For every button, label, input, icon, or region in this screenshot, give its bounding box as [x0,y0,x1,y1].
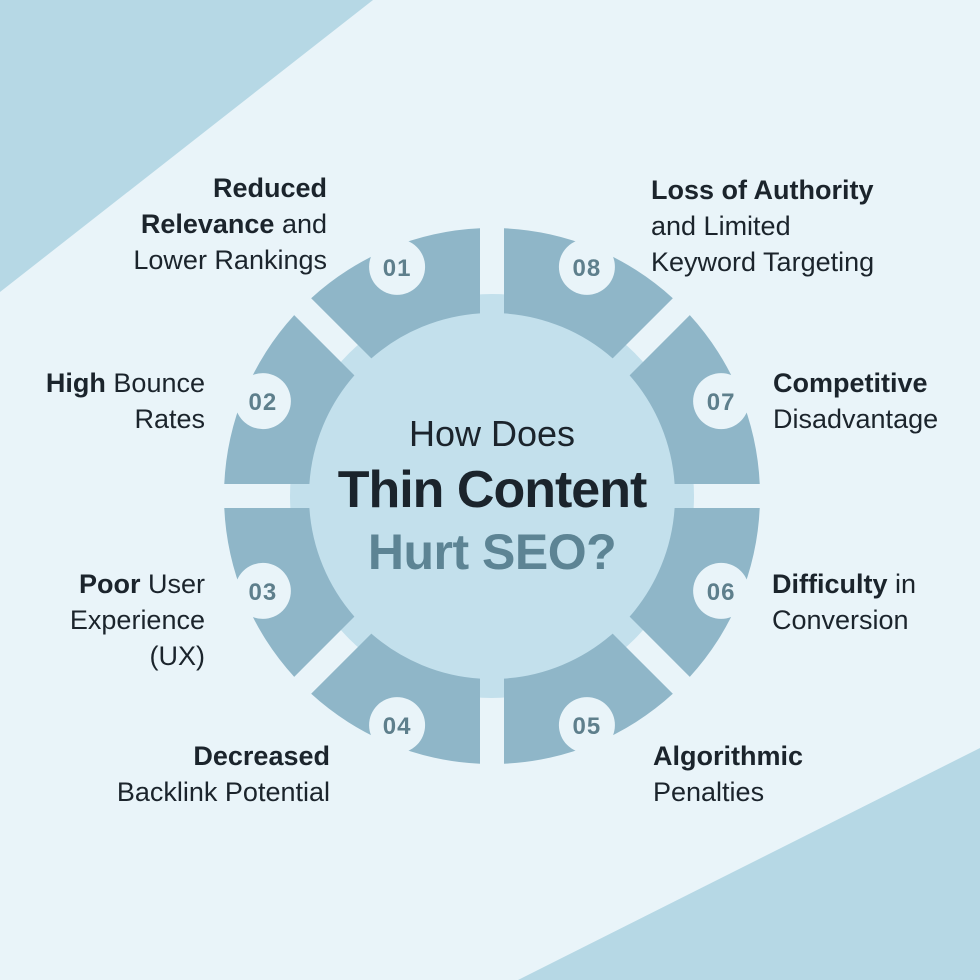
label-line: Penalties [653,777,765,807]
label-line: Lower Rankings [133,245,327,275]
number-notch-04 [369,697,426,754]
label-line: Disadvantage [773,404,939,434]
segment-number-04: 04 [383,713,412,740]
segment-number-01: 01 [383,255,412,282]
label-line: Backlink Potential [116,777,330,807]
label-line: Algorithmic [653,741,804,771]
label-line: Difficulty in [772,569,917,599]
label-line: Keyword Targeting [651,247,875,277]
label-line: and Limited [651,211,791,241]
label-line: Loss of Authority [651,175,874,205]
corner-triangle-top-left [0,0,373,292]
label-line: Reduced [212,173,327,203]
number-notch-01 [369,238,426,295]
segment-number-06: 06 [707,579,736,606]
center-circle [290,294,694,698]
label-line: Poor User [78,569,205,599]
label-line: Decreased [193,741,330,771]
segment-number-03: 03 [249,579,278,606]
segment-number-02: 02 [249,389,278,416]
label-line: Conversion [772,605,909,635]
number-notch-06 [693,562,750,619]
corner-triangle-bottom-right [518,748,980,980]
segment-number-05: 05 [573,713,602,740]
segment-label-06: Difficulty in Conversion [772,566,916,638]
label-line: Rates [134,404,205,434]
label-line: (UX) [149,641,206,671]
number-notch-08 [558,238,615,295]
number-notch-05 [558,697,615,754]
label-line: Competitive [773,368,928,398]
label-line: Relevance and [140,209,327,239]
number-notch-03 [234,562,291,619]
number-notch-07 [693,373,750,430]
label-line: High Bounce [45,368,205,398]
segment-number-07: 07 [707,389,736,416]
number-notch-02 [234,373,291,430]
label-line: Experience [69,605,205,635]
segment-number-08: 08 [573,255,602,282]
